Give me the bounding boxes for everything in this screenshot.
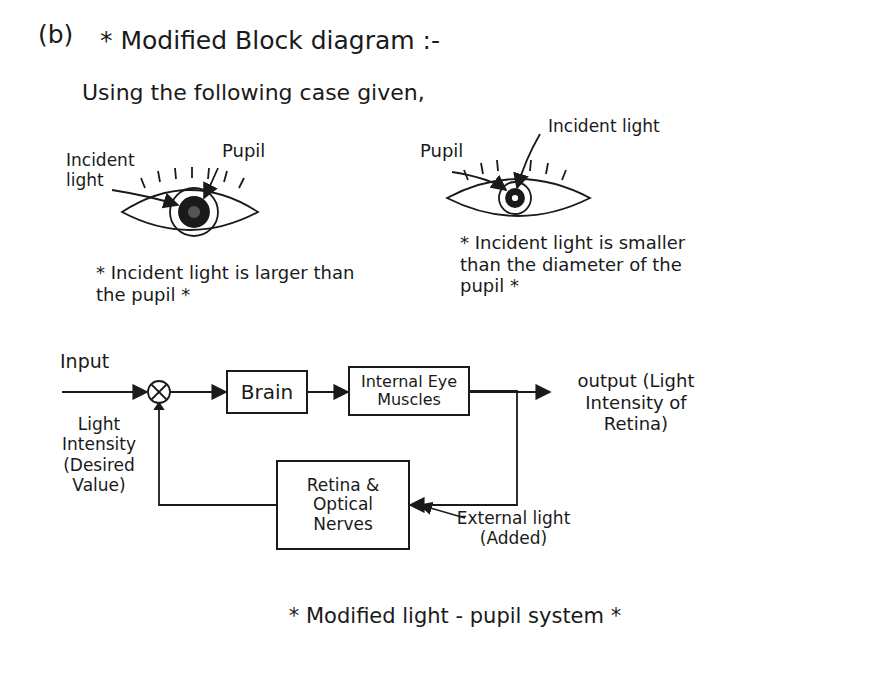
signal-label: Light Intensity (Desired Value) (44, 414, 154, 496)
process-box: Retina & Optical Nerves (276, 460, 410, 550)
node-text: Brain (241, 381, 293, 404)
eye-annotation: Pupil (222, 140, 302, 162)
node-text: Internal Eye Muscles (353, 373, 465, 410)
eye-annotation: Incident light (66, 150, 146, 191)
signal-label: output (Light Intensity of Retina) (556, 370, 716, 435)
eye-small-light (447, 134, 590, 216)
signal-label: External light (Added) (456, 508, 571, 549)
process-box: Internal Eye Muscles (348, 366, 470, 416)
node-text: Retina & Optical Nerves (281, 476, 405, 535)
diagram-caption: * Modified light - pupil system * (215, 604, 695, 629)
instruction-text: Using the following case given, (82, 80, 502, 106)
signal-label: Input (60, 350, 150, 373)
eye-large-light (112, 167, 258, 236)
eye-annotation: Incident light (548, 116, 688, 136)
process-box: Brain (226, 370, 308, 414)
diagram-title: * Modified Block diagram :- (100, 26, 560, 56)
eye-caption: * Incident light is smaller than the dia… (460, 232, 730, 297)
eye-annotation: Pupil (420, 140, 490, 162)
section-label: (b) (38, 20, 98, 50)
signal-arrow (308, 391, 348, 393)
eye-caption: * Incident light is larger than the pupi… (96, 262, 356, 305)
summing-junction (62, 381, 170, 409)
